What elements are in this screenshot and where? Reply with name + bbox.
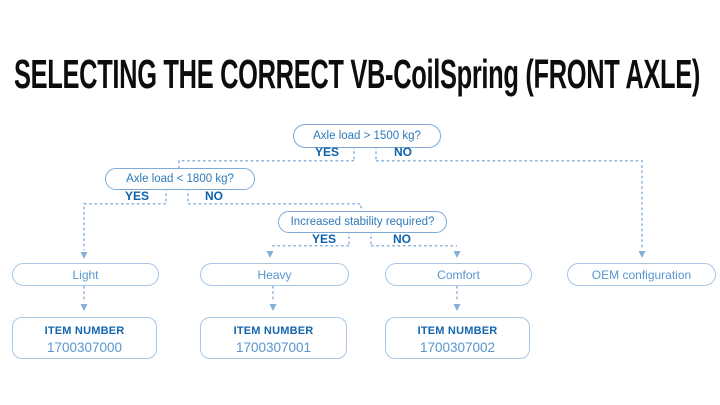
item-number-value: 1700307001 [235,340,312,355]
arrow-to-item-3 [453,304,461,311]
decision3-no-label: NO [393,232,411,246]
connector-d2-no-branch [188,203,362,211]
decision1-no-label: NO [394,145,412,159]
item-box-comfort: ITEM NUMBER 1700307002 [385,317,530,359]
outcome-oem-configuration: OEM configuration [567,263,716,286]
arrow-to-light [80,252,88,259]
outcome-heavy: Heavy [200,263,349,286]
page-title: SELECTING THE CORRECT VB-CoilSpring (FRO… [14,51,701,97]
connector-d2-yes-branch [83,203,166,250]
decision3-yes-label: YES [311,232,337,246]
item-number-label: ITEM NUMBER [233,325,314,337]
decision-axle-load-1500: Axle load > 1500 kg? [293,124,441,148]
arrow-to-comfort [453,251,461,258]
arrow-to-item-2 [269,304,277,311]
decision2-no-label: NO [205,189,223,203]
arrow-to-heavy [266,251,274,258]
outcome-light: Light [12,263,159,286]
outcome-comfort: Comfort [385,263,532,286]
decision2-yes-label: YES [124,189,150,203]
connector-d1-no-branch [376,160,643,249]
decision-axle-load-1800: Axle load < 1800 kg? [105,168,255,190]
item-box-heavy: ITEM NUMBER 1700307001 [200,317,347,359]
item-box-light: ITEM NUMBER 1700307000 [12,317,157,359]
item-number-label: ITEM NUMBER [417,325,498,337]
item-number-value: 1700307000 [46,340,123,355]
arrow-to-item-1 [80,304,88,311]
item-number-value: 1700307002 [419,340,496,355]
connector-d1-yes-branch [178,160,354,168]
decision1-yes-label: YES [314,145,340,159]
arrow-to-oem [638,251,646,258]
decision-increased-stability: Increased stability required? [278,211,447,233]
item-number-label: ITEM NUMBER [44,325,125,337]
